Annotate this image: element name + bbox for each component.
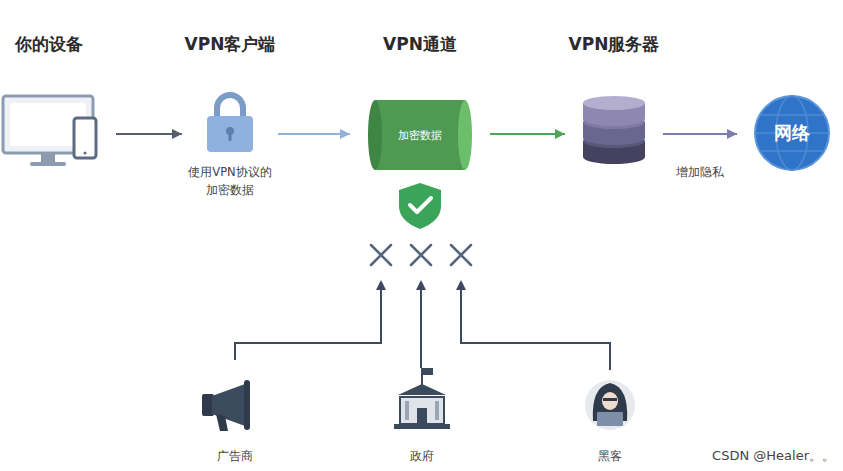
device-node: 你的设备 [0, 93, 98, 168]
threat-node: 黑客 [585, 380, 635, 430]
column-heading: VPN通道 [383, 34, 457, 54]
megaphone-icon [202, 380, 250, 431]
caption-text: 广告商 [195, 447, 275, 465]
flow-arrow [490, 133, 565, 135]
tunnel-node: VPN通道加密数据 [368, 100, 472, 170]
lock-icon [207, 95, 253, 152]
device-icon [3, 96, 96, 166]
hacker-icon [585, 380, 635, 430]
flow-arrow [116, 133, 182, 135]
building-icon [394, 368, 450, 429]
caption-text: 黑客 [570, 447, 650, 465]
tunnel-cylinder [368, 100, 472, 170]
block-mark [371, 245, 471, 265]
threat-node: 政府 [395, 380, 449, 430]
watermark: CSDN @Healer。。 [712, 447, 835, 465]
node-label: 网络 [755, 96, 829, 170]
caption-text: 使用VPN协议的 加密数据 [184, 163, 276, 199]
edge-label: 增加隐私 [674, 164, 726, 180]
client-node: VPN客户端使用VPN协议的 加密数据 [200, 92, 260, 154]
flow-arrow [663, 133, 737, 135]
network-node: 网络 [755, 96, 829, 170]
threat-arrow [235, 286, 610, 370]
caption-text: 政府 [382, 447, 462, 465]
threat-node: 广告商 [205, 380, 265, 430]
threat-arrowhead [376, 280, 466, 290]
server-node: VPN服务器 [583, 97, 645, 163]
column-heading: 你的设备 [15, 34, 83, 54]
column-heading: VPN服务器 [569, 34, 660, 54]
globe-icon [755, 96, 829, 170]
shield-icon [399, 183, 441, 229]
flow-arrow [278, 133, 350, 135]
column-heading: VPN客户端 [185, 34, 276, 54]
server-icon [583, 96, 645, 164]
node-label: 加密数据 [368, 100, 472, 170]
